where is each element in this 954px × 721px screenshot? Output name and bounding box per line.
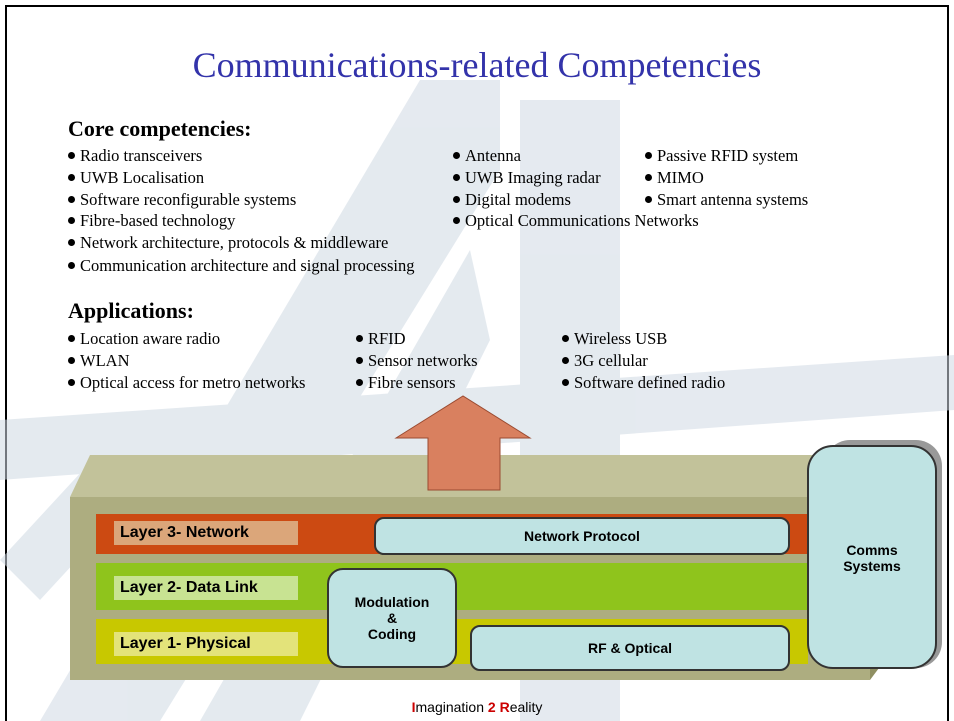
bullet-icon [68,379,75,386]
footer-imagination: magination [415,699,488,715]
list-item: UWB Imaging radar [453,168,601,188]
footer-i: I [411,699,416,715]
bullet-icon [453,217,460,224]
bullet-icon [356,379,363,386]
list-item: Location aware radio [68,329,220,349]
list-item: Fibre sensors [356,373,456,393]
list-item: Optical access for metro networks [68,373,305,393]
comms-line-1: Comms [846,542,898,558]
bullet-icon [68,262,75,269]
applications-heading: Applications: [68,298,194,323]
rf-optical-box: RF & Optical [470,625,790,671]
footer-two: 2 [487,699,496,715]
list-item: WLAN [68,351,129,371]
list-item: RFID [356,329,406,349]
bullet-icon [68,217,75,224]
network-protocol-box: Network Protocol [374,517,790,555]
footer-reality: eality [509,699,543,715]
bullet-icon [562,379,569,386]
list-item: Fibre-based technology [68,211,235,231]
list-item: 3G cellular [562,351,648,371]
list-item: Sensor networks [356,351,478,371]
bullet-icon [453,152,460,159]
bullet-icon [645,152,652,159]
bullet-icon [645,196,652,203]
bullet-icon [356,335,363,342]
bullet-icon [356,357,363,364]
list-item: Radio transceivers [68,146,202,166]
list-item: Communication architecture and signal pr… [68,256,415,276]
bullet-icon [68,152,75,159]
footer-r: R [499,699,510,715]
core-competencies-heading: Core competencies: [68,116,252,141]
bullet-icon [68,239,75,246]
list-item: Passive RFID system [645,146,798,166]
layer-3-label: Layer 3- Network [114,521,298,545]
comms-line-2: Systems [843,558,901,574]
modulation-line-1: Modulation [354,594,430,610]
bullet-icon [645,174,652,181]
bullet-icon [68,357,75,364]
bullet-icon [562,357,569,364]
bullet-icon [562,335,569,342]
modulation-line-2: & [386,610,398,626]
comms-systems-box: Comms Systems [807,445,937,669]
list-item: UWB Localisation [68,168,204,188]
modulation-line-3: Coding [367,626,417,642]
bullet-icon [68,335,75,342]
list-item: Wireless USB [562,329,667,349]
bullet-icon [453,174,460,181]
list-item: Optical Communications Networks [453,211,699,231]
bullet-icon [453,196,460,203]
footer-tagline: Imagination 2 Reality [0,699,954,715]
bullet-icon [68,174,75,181]
list-item: Smart antenna systems [645,190,808,210]
layer-2-label: Layer 2- Data Link [114,576,298,600]
list-item: Network architecture, protocols & middle… [68,233,388,253]
list-item: Software defined radio [562,373,725,393]
layer-1-label: Layer 1- Physical [114,632,298,656]
up-arrow-icon [394,395,532,491]
list-item: Software reconfigurable systems [68,190,296,210]
list-item: MIMO [645,168,704,188]
page-title: Communications-related Competencies [192,45,762,85]
modulation-coding-box: Modulation & Coding [327,568,457,668]
list-item: Digital modems [453,190,571,210]
bullet-icon [68,196,75,203]
list-item: Antenna [453,146,521,166]
